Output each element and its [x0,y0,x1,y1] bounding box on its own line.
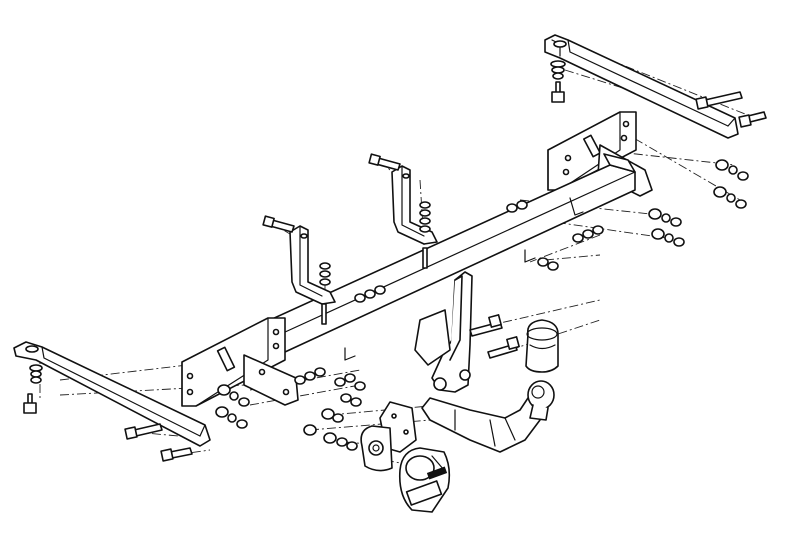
ball-cap [525,319,559,373]
socket-plate [360,401,417,472]
left-side-bracket [13,341,211,447]
tow-ball-arm [414,271,541,453]
tow-ball [527,380,555,421]
nuts-and-washers [29,60,749,451]
electrical-socket [398,447,451,513]
right-side-bracket [544,34,739,139]
right-center-bracket [391,165,438,245]
left-mounting-plate [181,317,299,407]
bolts [23,81,767,462]
left-center-bracket [289,225,336,305]
